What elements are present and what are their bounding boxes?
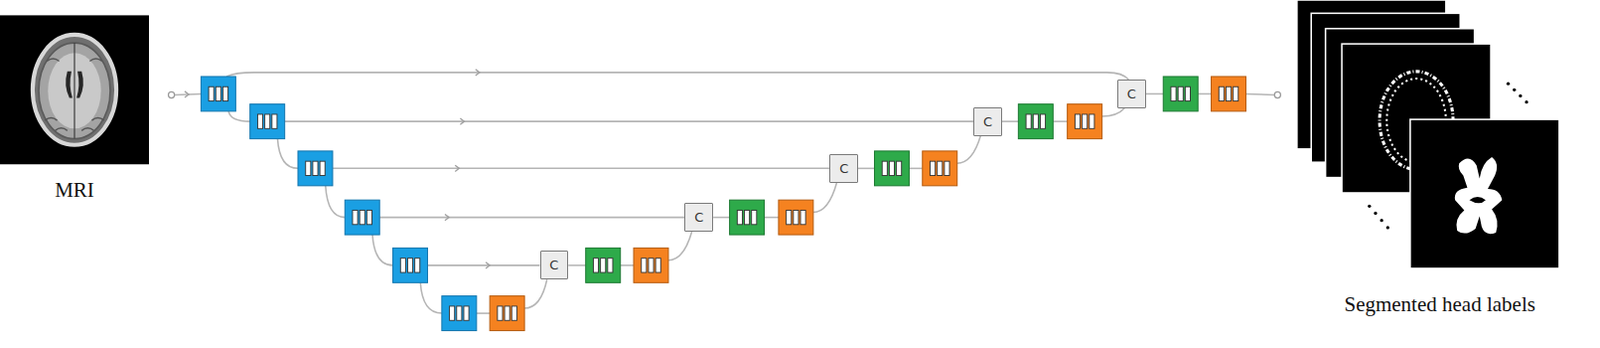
wire [858, 167, 874, 170]
layer-block [633, 247, 669, 283]
wire [957, 136, 982, 164]
wire [813, 182, 838, 213]
port-dot [1274, 91, 1281, 98]
layer-block [393, 247, 429, 283]
wire [1102, 108, 1126, 117]
wire [1146, 93, 1164, 96]
wire [476, 311, 490, 314]
flow-chevron [475, 69, 480, 76]
concat-label: C [839, 161, 849, 175]
concat-box: C [540, 250, 570, 280]
layer-block [1018, 104, 1053, 140]
wire [1245, 93, 1275, 95]
wire [568, 264, 585, 267]
layer-block [297, 150, 333, 186]
layer-block [250, 104, 286, 140]
layer-block [1211, 76, 1247, 112]
wire [713, 216, 729, 219]
wire [1197, 93, 1211, 96]
wire [325, 185, 346, 218]
image-caption: Segmented head labels [1343, 291, 1535, 316]
layer-block [1163, 76, 1198, 112]
concat-box: C [1117, 79, 1147, 109]
wire [285, 120, 975, 123]
layer-block [778, 199, 814, 235]
flow-chevron [459, 118, 464, 125]
wire [427, 264, 540, 267]
wire [379, 216, 685, 219]
layer-block [441, 295, 477, 331]
wire [620, 264, 634, 267]
wire [524, 279, 548, 308]
concat-label: C [1127, 87, 1137, 101]
wire [420, 282, 442, 313]
layer-block [922, 150, 958, 186]
mri-image [0, 14, 149, 164]
flow-chevron [485, 262, 490, 269]
concat-label: C [694, 210, 704, 224]
wire [277, 139, 298, 169]
layer-block [200, 76, 236, 112]
image-caption: MRI [54, 177, 95, 202]
layer-block [1067, 104, 1103, 140]
port-dot [168, 91, 175, 98]
image-panel: Segmented head labels [1410, 119, 1560, 269]
flow-chevron [444, 214, 449, 221]
wire [1002, 120, 1019, 123]
concat-box: C [829, 153, 859, 183]
flow-chevron [454, 164, 459, 171]
concat-label: C [983, 115, 993, 129]
wire [908, 167, 922, 170]
wire [668, 231, 693, 261]
layer-block [585, 247, 621, 283]
concat-label: C [549, 258, 559, 272]
wires [168, 69, 1282, 313]
wire [228, 111, 251, 122]
wire [764, 216, 779, 219]
layer-block [874, 150, 910, 186]
concat-box: C [684, 202, 714, 232]
layer-block [489, 295, 525, 331]
image-panel: MRI [0, 14, 149, 164]
flow-chevron [184, 91, 189, 98]
wire [332, 167, 830, 170]
segmentation-stack [1297, 0, 1560, 269]
wire [1052, 120, 1067, 123]
wire [226, 72, 1129, 80]
concat-box: C [973, 107, 1003, 137]
wire [372, 234, 394, 266]
layer-block [344, 199, 380, 235]
layer-block [729, 199, 765, 235]
